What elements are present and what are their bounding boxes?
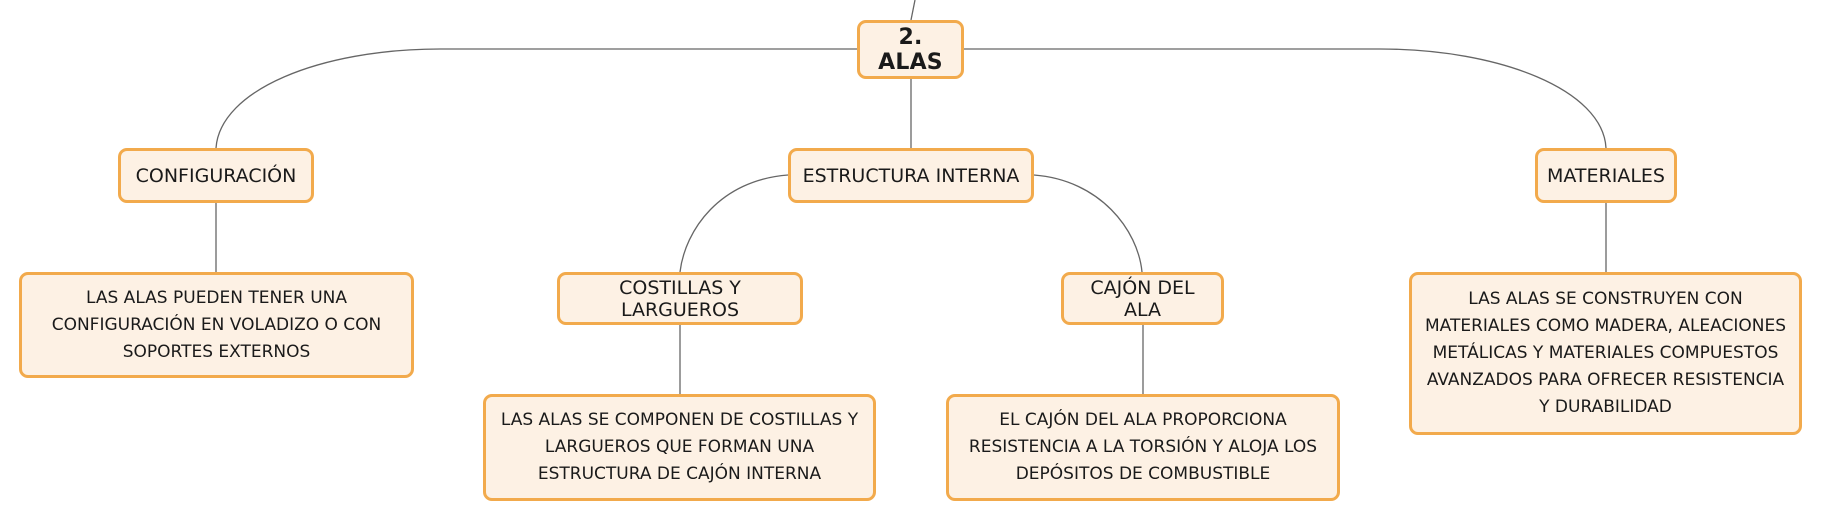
topic-label: ESTRUCTURA INTERNA bbox=[802, 164, 1020, 187]
connector-estructura-to-costillas bbox=[679, 174, 789, 273]
detail-text: LAS ALAS PUEDEN TENER UNA CONFIGURACIÓN … bbox=[51, 287, 382, 362]
detail-materiales[interactable]: LAS ALAS SE CONSTRUYEN CON MATERIALES CO… bbox=[1409, 272, 1802, 435]
topic-estructura-interna[interactable]: ESTRUCTURA INTERNA bbox=[788, 148, 1034, 203]
topic-label: MATERIALES bbox=[1547, 164, 1665, 187]
root-node[interactable]: 2. ALAS bbox=[857, 20, 964, 79]
root-label: 2. ALAS bbox=[878, 24, 943, 75]
subtopic-cajon-del-ala[interactable]: CAJÓN DEL ALA bbox=[1061, 272, 1224, 325]
topic-configuracion[interactable]: CONFIGURACIÓN bbox=[118, 148, 314, 203]
connector-root-to-materiales bbox=[964, 48, 1607, 149]
connector-parent-to-root bbox=[910, 0, 916, 21]
detail-text: EL CAJÓN DEL ALA PROPORCIONA RESISTENCIA… bbox=[968, 410, 1318, 484]
topic-materiales[interactable]: MATERIALES bbox=[1535, 148, 1677, 203]
detail-costillas-y-largueros[interactable]: LAS ALAS SE COMPONEN DE COSTILLAS Y LARG… bbox=[483, 394, 876, 501]
detail-cajon-del-ala[interactable]: EL CAJÓN DEL ALA PROPORCIONA RESISTENCIA… bbox=[946, 394, 1340, 501]
topic-label: CONFIGURACIÓN bbox=[135, 164, 297, 187]
detail-configuracion[interactable]: LAS ALAS PUEDEN TENER UNA CONFIGURACIÓN … bbox=[19, 272, 414, 378]
subtopic-costillas-y-largueros[interactable]: COSTILLAS Y LARGUEROS bbox=[557, 272, 803, 325]
connector-estructura-to-cajon bbox=[1033, 174, 1143, 273]
detail-text: LAS ALAS SE COMPONEN DE COSTILLAS Y LARG… bbox=[500, 410, 859, 484]
detail-text: LAS ALAS SE CONSTRUYEN CON MATERIALES CO… bbox=[1424, 289, 1787, 417]
connector-root-to-configuracion bbox=[215, 48, 857, 149]
subtopic-label: COSTILLAS Y LARGUEROS bbox=[619, 276, 741, 321]
subtopic-label: CAJÓN DEL ALA bbox=[1090, 276, 1195, 321]
